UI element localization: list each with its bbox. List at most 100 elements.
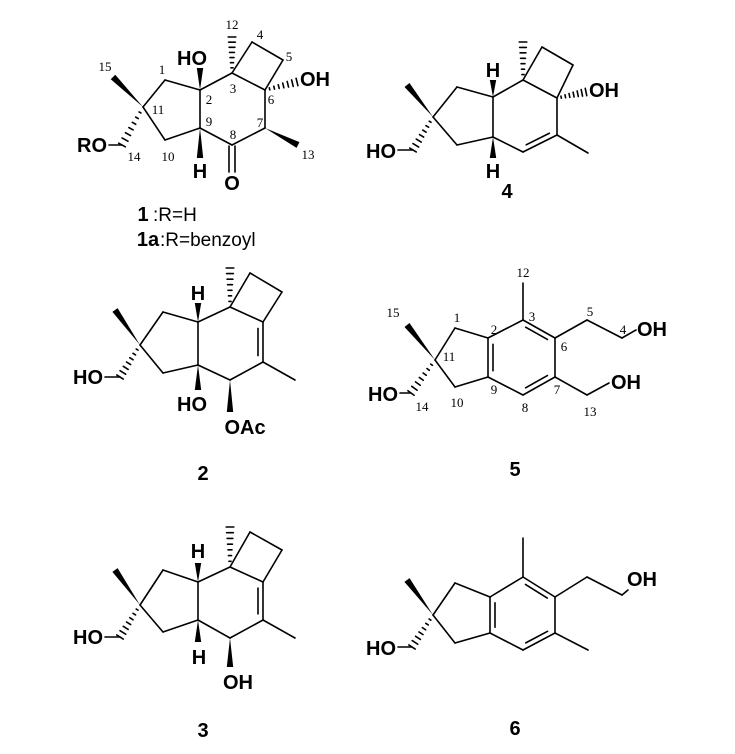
wedge-bond <box>194 563 202 582</box>
compound-number-4: 4 <box>501 181 513 203</box>
single-bond <box>262 291 283 323</box>
locant: 11 <box>152 102 165 117</box>
wedge-bond <box>489 80 497 97</box>
atom-label-ho: HO <box>73 627 103 649</box>
hashed-bond <box>572 91 575 98</box>
hashed-bond <box>277 83 280 90</box>
single-bond <box>164 79 201 91</box>
atom-label-h: H <box>486 161 500 183</box>
single-bond <box>554 576 588 598</box>
locant: 13 <box>584 404 597 419</box>
compound-number-1: 1 <box>137 204 148 226</box>
single-bond <box>229 566 264 583</box>
wedge-bond <box>265 128 300 148</box>
locant: 7 <box>554 382 561 397</box>
locant: 15 <box>387 305 400 320</box>
wedge-bond <box>110 74 143 107</box>
atom-label-h: H <box>193 161 207 183</box>
single-bond <box>262 619 296 639</box>
wedge-bond <box>112 568 140 605</box>
hashed-bond <box>295 77 299 87</box>
hashed-bond <box>125 361 132 366</box>
single-bond <box>432 582 456 616</box>
locant: 15 <box>99 59 112 74</box>
single-bond <box>162 569 199 583</box>
locant: 10 <box>162 149 175 164</box>
single-bond <box>139 604 164 633</box>
single-bond <box>492 136 524 153</box>
hashed-bond <box>410 385 418 392</box>
single-bond <box>162 364 199 374</box>
hashed-bond <box>564 94 567 99</box>
single-bond <box>524 374 549 389</box>
single-bond <box>554 319 588 339</box>
single-bond <box>229 619 264 639</box>
hashed-bond <box>412 142 420 148</box>
single-bond <box>522 632 556 651</box>
single-bond <box>229 272 251 308</box>
wedge-bond <box>194 365 202 390</box>
single-bond <box>487 376 524 396</box>
single-bond <box>492 79 524 98</box>
atom-label-h: H <box>191 541 205 563</box>
single-bond <box>139 569 164 606</box>
locant: 13 <box>302 147 315 162</box>
locant: 2 <box>491 322 498 337</box>
wedge-bond <box>226 380 234 412</box>
locant: 3 <box>529 309 536 324</box>
single-bond <box>556 134 589 154</box>
locant: 4 <box>257 27 264 42</box>
single-bond <box>199 127 233 146</box>
hashed-bond <box>424 622 430 626</box>
hashed-bond <box>272 85 276 90</box>
hashed-bond <box>418 133 425 138</box>
single-bond <box>249 272 283 293</box>
single-bond <box>454 327 489 339</box>
hashed-bond <box>428 120 432 124</box>
locant: 6 <box>561 339 568 354</box>
wedge-bond <box>112 308 140 345</box>
hashed-bond <box>281 82 285 89</box>
single-bond <box>454 376 489 388</box>
hashed-bond <box>132 612 137 616</box>
single-bond <box>525 132 551 146</box>
single-bond <box>432 116 458 146</box>
single-bond <box>489 576 524 598</box>
single-bond <box>554 376 588 396</box>
single-bond <box>524 583 549 599</box>
hashed-bond <box>411 639 419 646</box>
single-bond <box>432 86 458 118</box>
single-bond <box>522 46 543 81</box>
hashed-bond <box>128 356 134 361</box>
single-bond <box>197 306 231 323</box>
compound-number-2: 2 <box>197 463 208 485</box>
single-bond <box>197 364 231 381</box>
single-bond <box>142 106 166 141</box>
atom-label-ho: HO <box>368 384 398 406</box>
single-bond <box>197 566 231 583</box>
atom-label-oh: OH <box>589 80 619 102</box>
compound-3-structure: H H OH HO 3 <box>73 541 253 742</box>
locant: 5 <box>286 49 293 64</box>
hashed-bond <box>576 90 580 98</box>
wedge-bond <box>404 82 433 117</box>
single-bond <box>586 576 623 596</box>
atom-label-ho: HO <box>73 367 103 389</box>
single-bond <box>262 549 283 583</box>
atom-label-h: H <box>192 647 206 669</box>
atom-label-oh: OH <box>611 372 641 394</box>
single-bond <box>434 327 456 361</box>
wedge-bond <box>226 638 234 667</box>
single-bond <box>162 619 199 633</box>
hashed-bond <box>125 621 132 626</box>
single-bond <box>142 79 166 108</box>
locant: 7 <box>257 115 264 130</box>
single-bond <box>164 127 201 141</box>
single-bond <box>489 632 524 651</box>
compound-number-6: 6 <box>509 718 520 740</box>
hashed-bond <box>568 92 571 99</box>
hashed-bond <box>286 80 290 88</box>
hashed-bond <box>124 131 132 137</box>
single-bond <box>621 589 629 596</box>
